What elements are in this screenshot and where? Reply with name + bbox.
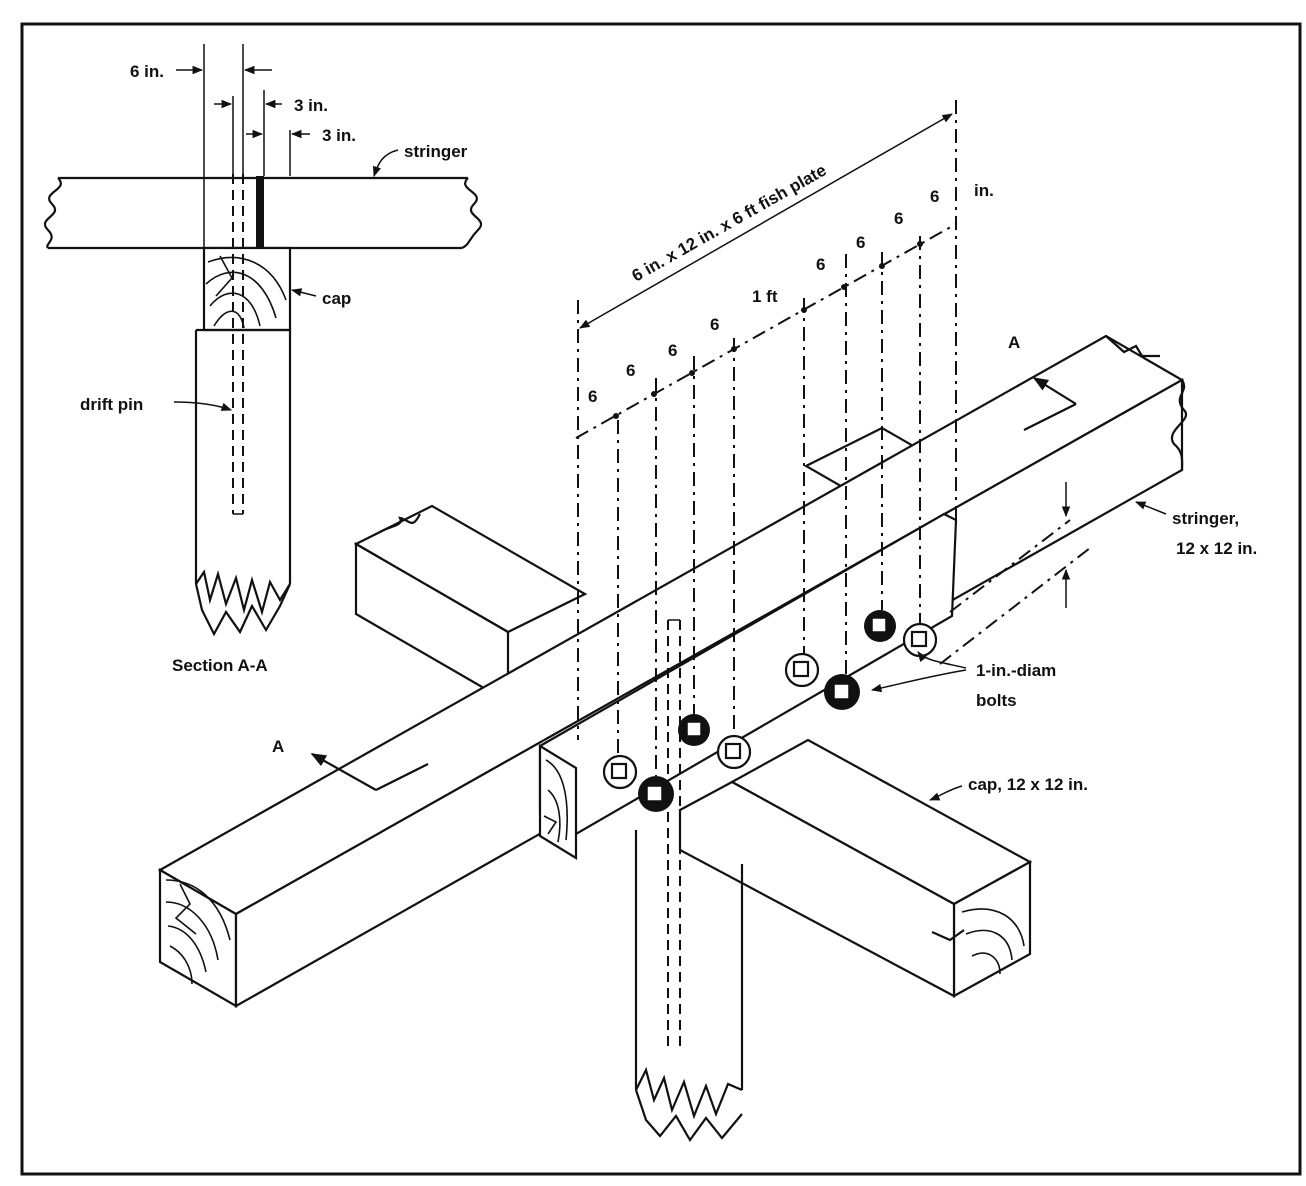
sec-cap-label: cap — [322, 289, 351, 308]
dim-6-7: 6 — [894, 209, 903, 228]
bolts-label-1: 1-in.-diam — [976, 661, 1056, 680]
dim-1ft: 1 ft — [752, 287, 778, 306]
fish-plate-label: 6 in. x 12 in. x 6 ft fish plate — [629, 161, 830, 286]
bolt-group — [602, 610, 938, 812]
dim-6-2: 6 — [626, 361, 635, 380]
sec-dim-3in-a: 3 in. — [294, 96, 328, 115]
cap-main-label: cap, 12 x 12 in. — [968, 775, 1088, 794]
dim-6-4: 6 — [710, 315, 719, 334]
figure-border — [20, 22, 1302, 1176]
section-mark-top: A — [1008, 333, 1020, 352]
sec-dim-3in-b: 3 in. — [322, 126, 356, 145]
sec-dim-6in: 6 in. — [130, 62, 164, 81]
sec-drift-pin-label: drift pin — [80, 395, 143, 414]
bolts-label-2: bolts — [976, 691, 1017, 710]
dim-6-3: 6 — [668, 341, 677, 360]
stringer-main-label-2: 12 x 12 in. — [1176, 539, 1257, 558]
stringer-main-label-1: stringer, — [1172, 509, 1239, 528]
unit-in-label: in. — [974, 181, 994, 200]
dim-6-6: 6 — [856, 233, 865, 252]
section-a-a — [44, 44, 482, 637]
dim-6-8: 6 — [930, 187, 939, 206]
sec-stringer-label: stringer — [404, 142, 468, 161]
dim-6-5: 6 — [816, 255, 825, 274]
isometric-assembly — [157, 100, 1188, 1143]
section-title: Section A-A — [172, 656, 268, 675]
section-mark-bottom: A — [272, 737, 284, 756]
dim-6-1: 6 — [588, 387, 597, 406]
